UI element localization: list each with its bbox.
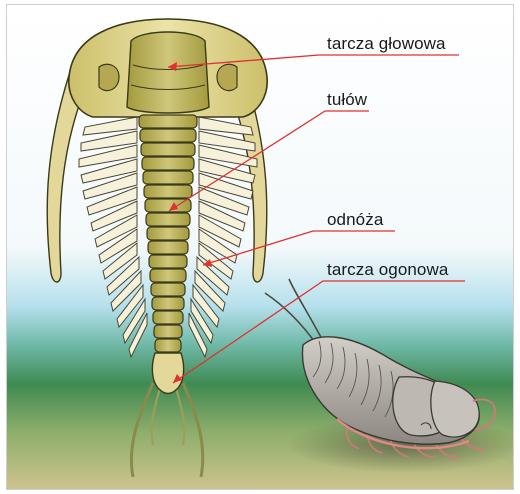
label-legs: odnóża [327,210,383,230]
left-eye [99,64,119,90]
tail-shield [152,353,183,394]
glabella [127,32,209,113]
trilobite-diagram [7,5,514,490]
label-head-shield: tarcza głowowa [327,34,446,54]
label-thorax: tułów [327,90,367,110]
right-eye [217,64,237,90]
diagram-frame: tarcza głowowa tułów odnóża tarcza ogono… [6,4,514,490]
label-tail-shield: tarcza ogonowa [327,260,448,280]
